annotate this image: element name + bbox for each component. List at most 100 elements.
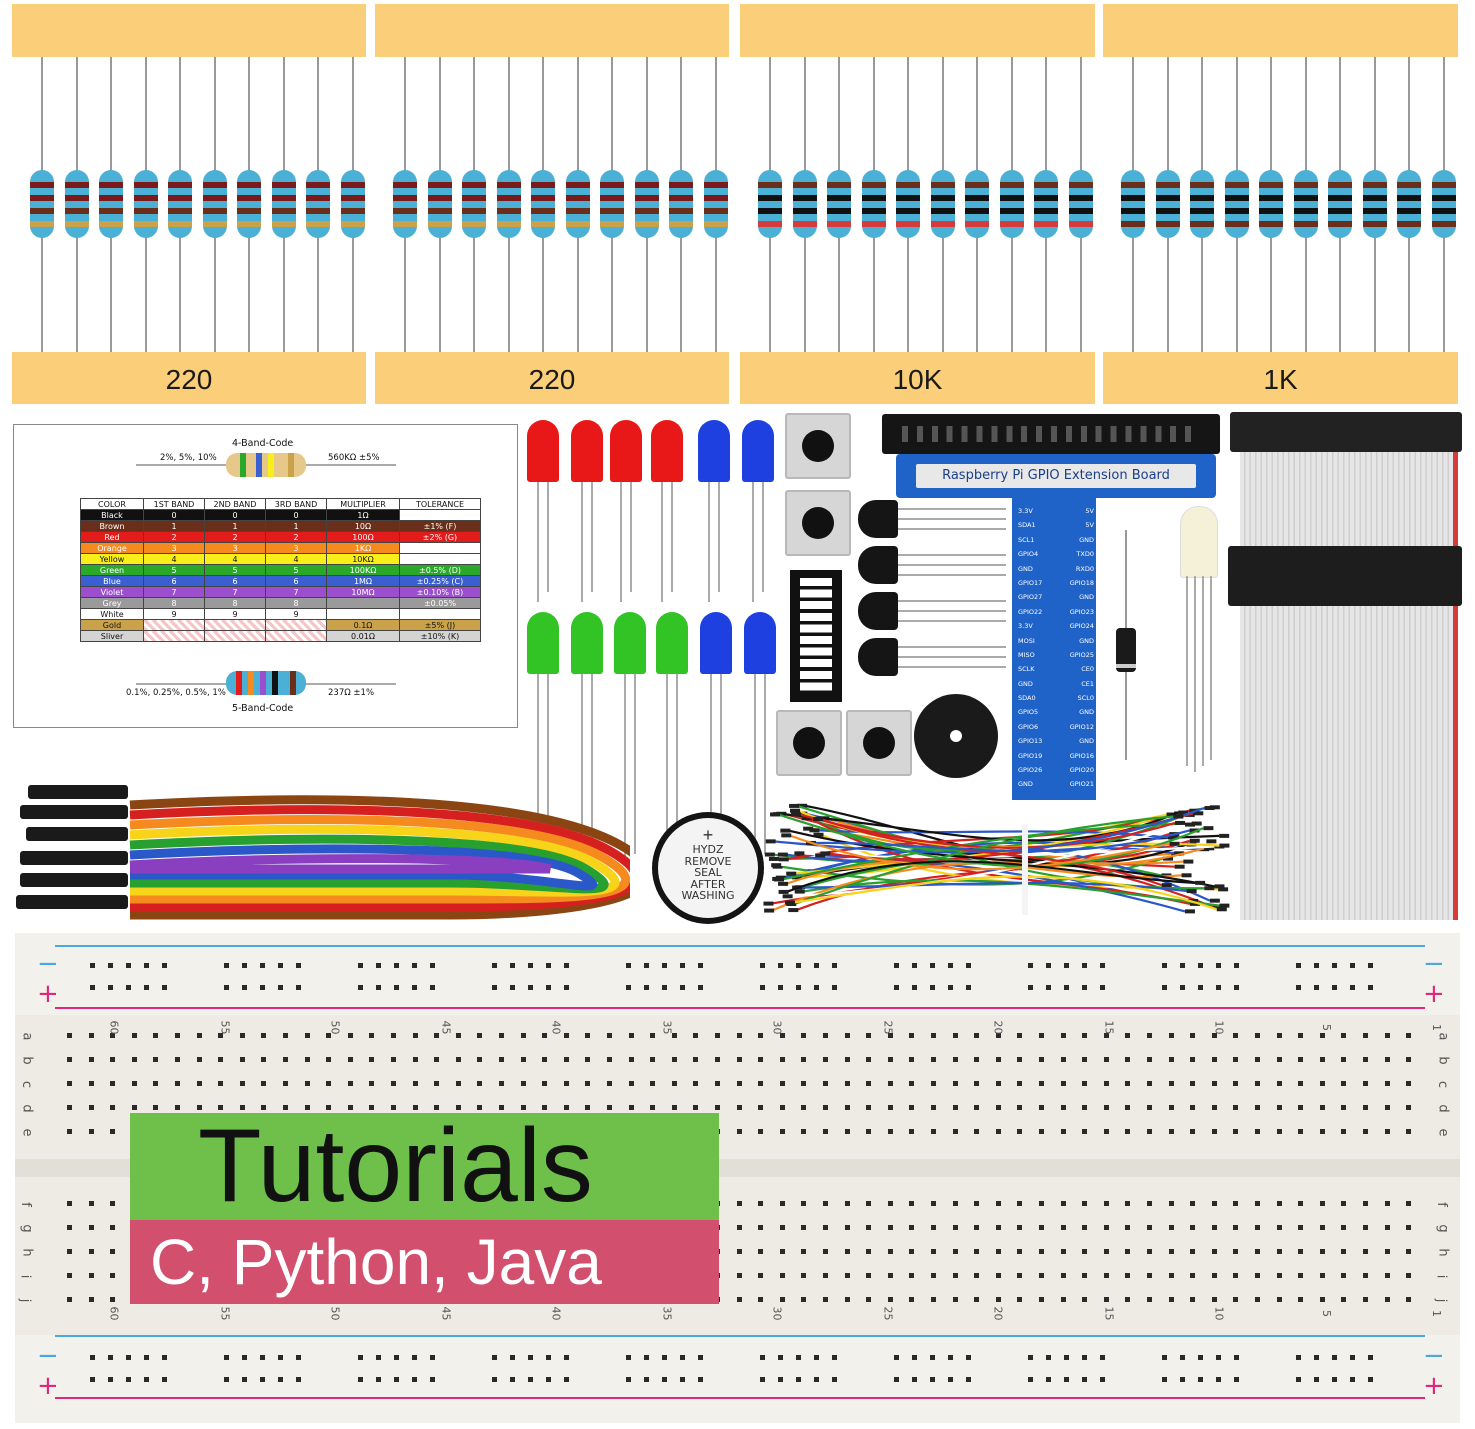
column-number: 20 [991, 1306, 1005, 1321]
column-number: 55 [218, 1020, 231, 1035]
resistor [965, 170, 989, 238]
gpio-pin-label: 3.3V [1018, 622, 1033, 631]
resistor [340, 170, 365, 238]
gpio-pin-label: GPIO18 [1069, 578, 1094, 587]
color-code-cell: 4 [265, 553, 327, 565]
resistor [565, 170, 590, 238]
gpio-pin-label: GND [1079, 708, 1094, 717]
gpio-pin-label: GPIO20 [1069, 766, 1094, 775]
transistor [858, 500, 898, 538]
color-code-cell: 9 [204, 608, 266, 620]
color-code-cell [265, 619, 327, 631]
push-button [776, 710, 842, 776]
column-number: 15 [1102, 1306, 1115, 1321]
diode [1116, 628, 1136, 672]
gpio-pin-label: GPIO25 [1069, 650, 1094, 659]
color-code-cell: Sliver [80, 630, 144, 642]
column-number: 50 [328, 1020, 342, 1035]
resistor [1034, 170, 1058, 238]
column-number: 45 [439, 1306, 452, 1321]
led-leg [624, 674, 626, 864]
gpio-pin-label: SCLK [1018, 665, 1035, 674]
gpio-pin-label: GPIO13 [1018, 737, 1043, 746]
cable-tie [1022, 825, 1028, 915]
gpio-pin-label: GND [1079, 593, 1094, 602]
rail-plus-symbol: + [1423, 979, 1445, 1009]
led [527, 612, 559, 674]
led [527, 420, 559, 482]
resistor [1431, 170, 1456, 238]
gpio-pin-label: GPIO27 [1018, 593, 1043, 602]
transistor-lead [898, 564, 1006, 566]
rgb-led [1180, 506, 1218, 578]
row-letter: f [17, 1202, 33, 1207]
resistor [1121, 170, 1145, 238]
led-leg [754, 674, 756, 864]
four-band-title: 4-Band-Code [232, 438, 294, 449]
color-code-cell: Violet [80, 586, 144, 598]
color-code-cell: 3 [204, 542, 266, 554]
rail-minus-symbol: − [1423, 1341, 1445, 1371]
transistor-lead [898, 600, 1006, 602]
color-code-header: 3RD BAND [265, 498, 327, 510]
color-code-cell: Brown [80, 520, 144, 532]
color-code-cell [326, 597, 400, 609]
color-code-cell [265, 630, 327, 642]
four-band-resistor-icon [226, 453, 306, 477]
gpio-pin-label: CE0 [1081, 665, 1094, 674]
transistor-lead [898, 620, 1006, 622]
led-leg [620, 482, 622, 602]
tutorials-title: Tutorials [198, 1108, 593, 1224]
gpio-pin-label: MISO [1018, 650, 1035, 659]
column-number: 10 [1212, 1020, 1226, 1035]
led [571, 612, 603, 674]
row-letter: f [1433, 1202, 1449, 1207]
buzzer-label-line: HYDZ [692, 843, 724, 856]
gpio-pin-label: GPIO26 [1018, 766, 1043, 775]
rail-plus-symbol: + [37, 979, 59, 1009]
gpio-pin-label: GND [1079, 636, 1094, 645]
color-code-cell: 8 [204, 597, 266, 609]
resistor [669, 170, 693, 238]
transistor-lead [898, 518, 1006, 520]
rail-plus-symbol: + [1423, 1371, 1445, 1401]
color-code-cell: Red [80, 531, 144, 543]
gpio-pin-label: SDA0 [1018, 694, 1036, 703]
rgb-led-leg [1186, 576, 1188, 766]
tape-strip-top [1103, 4, 1458, 57]
transistor [858, 592, 898, 630]
row-letter: a [19, 1032, 35, 1041]
column-number: 30 [770, 1020, 784, 1035]
row-letter: e [1435, 1128, 1451, 1137]
color-code-cell: 3 [265, 542, 327, 554]
led-leg [547, 482, 549, 592]
push-button [785, 413, 851, 479]
resistor [827, 170, 851, 238]
resistor [1293, 170, 1318, 238]
tape-strip-bottom [375, 352, 729, 404]
resistor [1155, 170, 1180, 238]
jumper-wire-bundle [763, 803, 1230, 915]
color-code-cell: 7 [143, 586, 205, 598]
led-leg [537, 482, 539, 602]
row-letter: g [1435, 1224, 1451, 1233]
gpio-pin-label: SCL0 [1077, 694, 1094, 703]
row-letter: i [1433, 1274, 1449, 1279]
transistor [858, 638, 898, 676]
transistor-lead [898, 666, 1006, 668]
power-rail-bottom [15, 1335, 1460, 1423]
rgb-led-leg [1210, 576, 1212, 760]
column-number: 25 [881, 1306, 894, 1321]
led-leg [708, 482, 710, 602]
resistor-value-label: 220 [528, 364, 576, 395]
color-code-cell [399, 553, 481, 565]
color-code-cell: 100KΩ [326, 564, 400, 576]
color-code-cell: 10MΩ [326, 586, 400, 598]
row-letter: b [19, 1056, 35, 1065]
